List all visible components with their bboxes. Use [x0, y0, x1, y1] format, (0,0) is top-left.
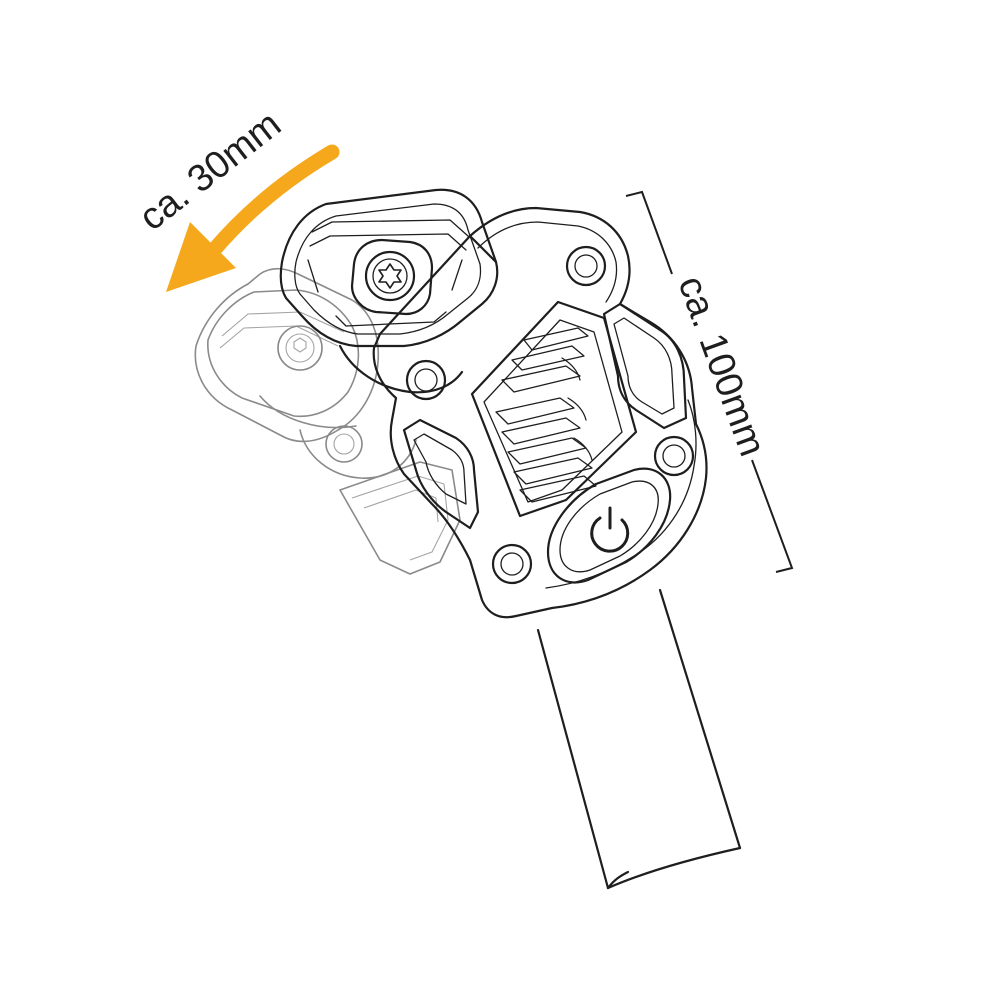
screw-lower-right	[653, 435, 695, 477]
ratchet-teeth	[495, 327, 597, 503]
rotation-arrow	[166, 144, 340, 292]
handle	[536, 588, 742, 890]
ghost-clamp-previous-position	[194, 267, 461, 575]
length-dimension-label: ca. 100mm	[670, 271, 774, 462]
screw-middle-left	[405, 359, 447, 401]
power-icon	[590, 506, 630, 553]
screw-lower-left	[491, 543, 533, 585]
torx-screw-icon	[364, 250, 416, 302]
main-body	[372, 206, 708, 619]
clamp-head	[279, 188, 499, 394]
rotation-distance-label: ca. 30mm	[132, 103, 289, 239]
length-dimension	[625, 190, 794, 573]
screw-upper-right	[565, 245, 607, 287]
